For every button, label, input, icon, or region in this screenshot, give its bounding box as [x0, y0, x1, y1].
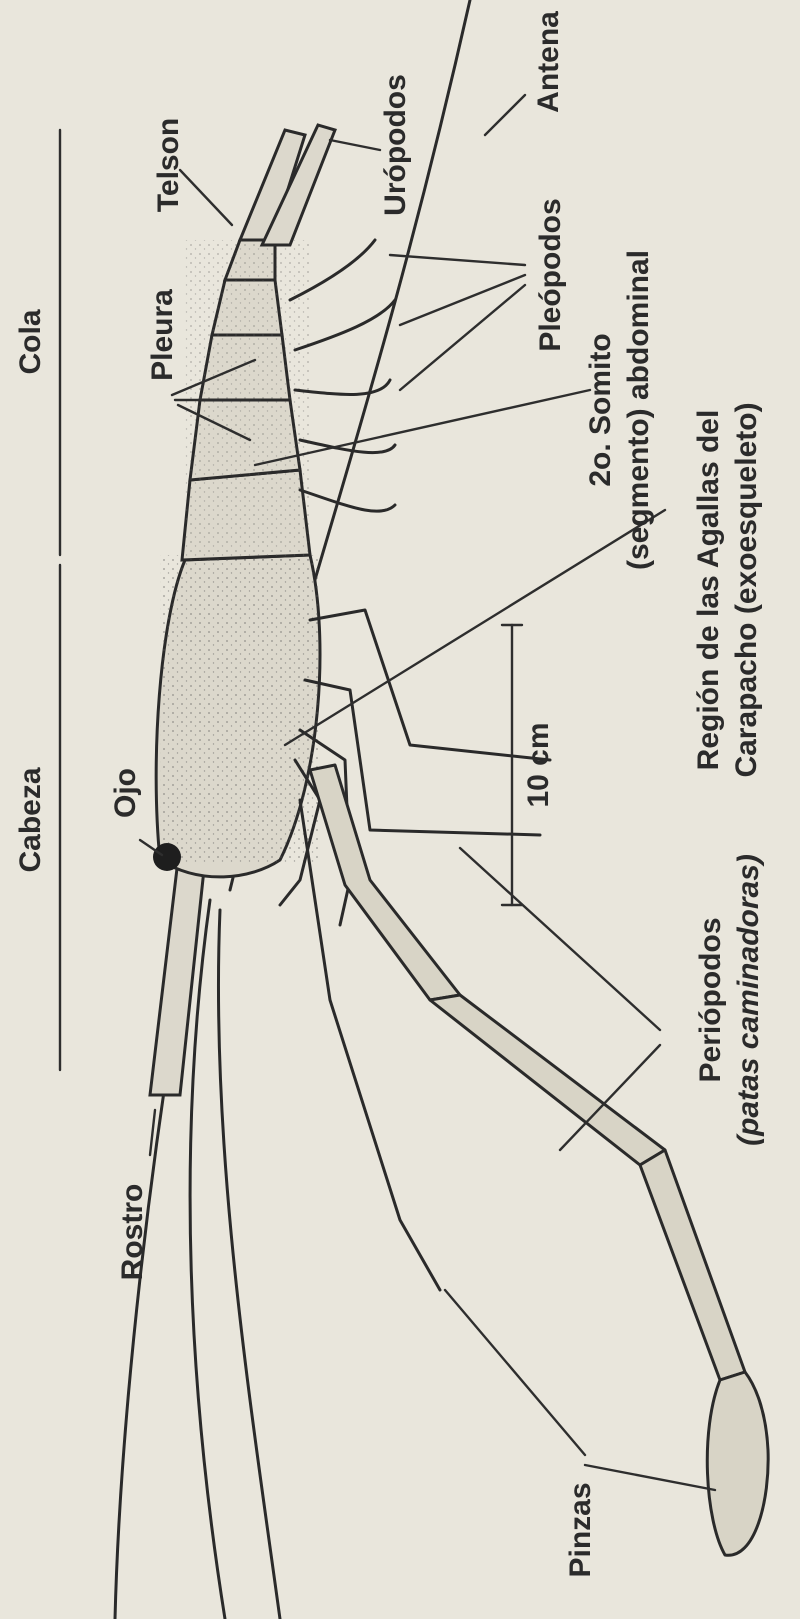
scale-bar — [502, 625, 522, 905]
label-somito-1: 2o. Somito — [584, 333, 617, 486]
label-somito-2: (segmento) abdominal — [622, 250, 655, 570]
label-pleura: Pleura — [146, 289, 179, 381]
leader-antena — [485, 95, 525, 135]
label-agallas-1: Región de las Agallas del — [692, 410, 725, 771]
eye-shape — [153, 843, 181, 871]
cheliped-merus — [310, 765, 460, 1000]
rostrum-shape — [150, 860, 205, 1095]
label-periopodos-2: (patas caminadoras) — [732, 854, 765, 1146]
leader-telson — [180, 170, 232, 225]
label-uropodos: Urópodos — [379, 74, 412, 216]
walking-leg-1 — [310, 610, 550, 760]
label-cabeza: Cabeza — [14, 767, 47, 872]
leader-rostro — [150, 1110, 155, 1155]
label-pinzas: Pinzas — [564, 1482, 597, 1577]
pincer-shape — [707, 1372, 768, 1555]
label-scale: 10 cm — [522, 722, 555, 807]
labels: Cola Cabeza Telson Urópodos Antena Pleur… — [14, 11, 765, 1578]
cheliped-propodus — [640, 1150, 745, 1380]
label-telson: Telson — [152, 118, 185, 212]
label-ojo: Ojo — [109, 768, 142, 818]
thin-leg — [300, 800, 440, 1290]
cheliped — [310, 765, 768, 1555]
carapace-stipple — [160, 555, 320, 865]
label-agallas-2: Carapacho (exoesqueleto) — [730, 402, 763, 777]
cheliped-carpus — [430, 995, 665, 1165]
leader-periopodos-1 — [460, 848, 660, 1030]
label-antena: Antena — [532, 11, 565, 113]
antenna-lower-2 — [218, 910, 280, 1619]
leader-agallas — [285, 510, 665, 745]
leader-pinzas-2 — [585, 1465, 715, 1490]
leader-pinzas-1 — [445, 1290, 585, 1455]
label-periopodos-1: Periópodos — [694, 917, 727, 1082]
label-rostro: Rostro — [116, 1184, 149, 1281]
pleopod-5 — [300, 490, 395, 511]
leader-pleopodos-1 — [390, 255, 525, 265]
label-pleopodos: Pleópodos — [534, 198, 567, 351]
leader-uropodos — [330, 140, 380, 150]
label-cola: Cola — [14, 309, 47, 374]
